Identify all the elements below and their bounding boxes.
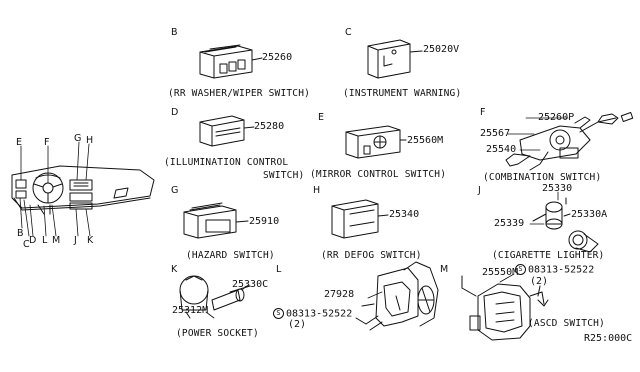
dash-letter-f: F bbox=[44, 137, 50, 148]
caption-hazard: (HAZARD SWITCH) bbox=[186, 250, 275, 261]
section-letter-m: M bbox=[440, 264, 449, 275]
part-number-lighter-top: 25330 bbox=[542, 183, 573, 194]
caption-rr-defog: (RR DEFOG SWITCH) bbox=[321, 250, 422, 261]
hazard-switch-drawing bbox=[183, 202, 249, 239]
screw-number-m: 08313-52522 bbox=[528, 264, 595, 276]
mirror-control-drawing bbox=[345, 125, 407, 159]
caption-ascd: (ASCD SWITCH) bbox=[528, 318, 605, 329]
dash-letter-j: J bbox=[74, 235, 77, 246]
power-socket-drawing bbox=[179, 275, 251, 319]
dash-letter-k: K bbox=[87, 235, 94, 246]
part-number-illumination: 25280 bbox=[254, 121, 285, 132]
part-leaders bbox=[205, 117, 569, 319]
section-letter-c: C bbox=[345, 27, 352, 38]
part-number-combination-left: 25567 bbox=[480, 128, 511, 139]
part-number-lighter-left: 25339 bbox=[494, 218, 525, 229]
dash-letter-h: H bbox=[86, 135, 94, 146]
part-number-combination-mid: 25540 bbox=[486, 144, 517, 155]
caption-illumination-line2: SWITCH) bbox=[263, 170, 305, 181]
caption-lighter: (CIGARETTE LIGHTER) bbox=[492, 250, 605, 261]
section-letter-k: K bbox=[171, 264, 178, 275]
part-number-combination-top: 25260P bbox=[538, 112, 575, 123]
part-number-mirror-control: 25560M bbox=[407, 135, 444, 146]
section-letter-e: E bbox=[318, 112, 325, 123]
cigarette-lighter-drawing bbox=[532, 197, 599, 253]
dash-letter-m: M bbox=[52, 235, 61, 246]
section-letter-l: L bbox=[276, 264, 282, 275]
caption-power-socket: (POWER SOCKET) bbox=[176, 328, 259, 339]
screw-symbol-icon: S bbox=[515, 264, 526, 275]
part-number-bracket: 27928 bbox=[324, 289, 355, 300]
part-number-lighter-right: 25330A bbox=[571, 209, 608, 220]
part-number-hazard: 25910 bbox=[249, 216, 280, 227]
screw-qty-l: (2) bbox=[288, 319, 307, 330]
dash-letter-e: E bbox=[16, 137, 23, 148]
caption-mirror-control: (MIRROR CONTROL SWITCH) bbox=[310, 169, 447, 180]
ascd-switch-drawing bbox=[461, 275, 549, 341]
ascd-bracket-l-drawing bbox=[355, 261, 439, 331]
dashboard-leaders bbox=[19, 141, 91, 237]
dash-letter-d: D bbox=[29, 235, 37, 246]
dash-letter-b: B bbox=[17, 228, 24, 239]
part-number-rr-washer: 25260 bbox=[262, 52, 293, 63]
screw-qty-m: (2) bbox=[530, 276, 549, 287]
dashboard-overview bbox=[11, 165, 155, 215]
combination-switch-drawing bbox=[505, 111, 634, 171]
section-letter-g: G bbox=[171, 185, 179, 196]
section-letter-j: J bbox=[478, 185, 481, 196]
section-letter-d: D bbox=[171, 107, 179, 118]
part-number-power-socket-cap: 25312M bbox=[172, 305, 209, 316]
illumination-switch-drawing bbox=[199, 115, 255, 147]
dash-letter-g: G bbox=[74, 133, 82, 144]
caption-combination: (COMBINATION SWITCH) bbox=[483, 172, 602, 183]
caption-instrument-warning: (INSTRUMENT WARNING) bbox=[343, 88, 462, 99]
section-letter-b: B bbox=[171, 27, 178, 38]
section-letter-h: H bbox=[313, 185, 321, 196]
part-number-rr-defog: 25340 bbox=[389, 209, 420, 220]
dash-letter-c: C bbox=[23, 239, 30, 250]
caption-rr-washer: (RR WASHER/WIPER SWITCH) bbox=[168, 88, 311, 99]
screw-number-l: 08313-52522 bbox=[286, 308, 353, 320]
rr-defog-switch-drawing bbox=[331, 199, 389, 239]
part-number-ascd: 25550M bbox=[482, 267, 519, 278]
section-letter-f: F bbox=[480, 107, 486, 118]
rr-washer-switch-drawing bbox=[199, 44, 263, 79]
instrument-warning-drawing bbox=[367, 39, 423, 79]
part-number-instrument-warning: 25020V bbox=[423, 44, 460, 55]
screw-symbol-icon: S bbox=[273, 308, 284, 319]
caption-illumination-line1: (ILLUMINATION CONTROL bbox=[164, 157, 289, 168]
dash-letter-l: L bbox=[42, 235, 48, 246]
diagram-ref-code: R25:000C bbox=[584, 333, 633, 344]
part-number-power-socket: 25330C bbox=[232, 279, 269, 290]
